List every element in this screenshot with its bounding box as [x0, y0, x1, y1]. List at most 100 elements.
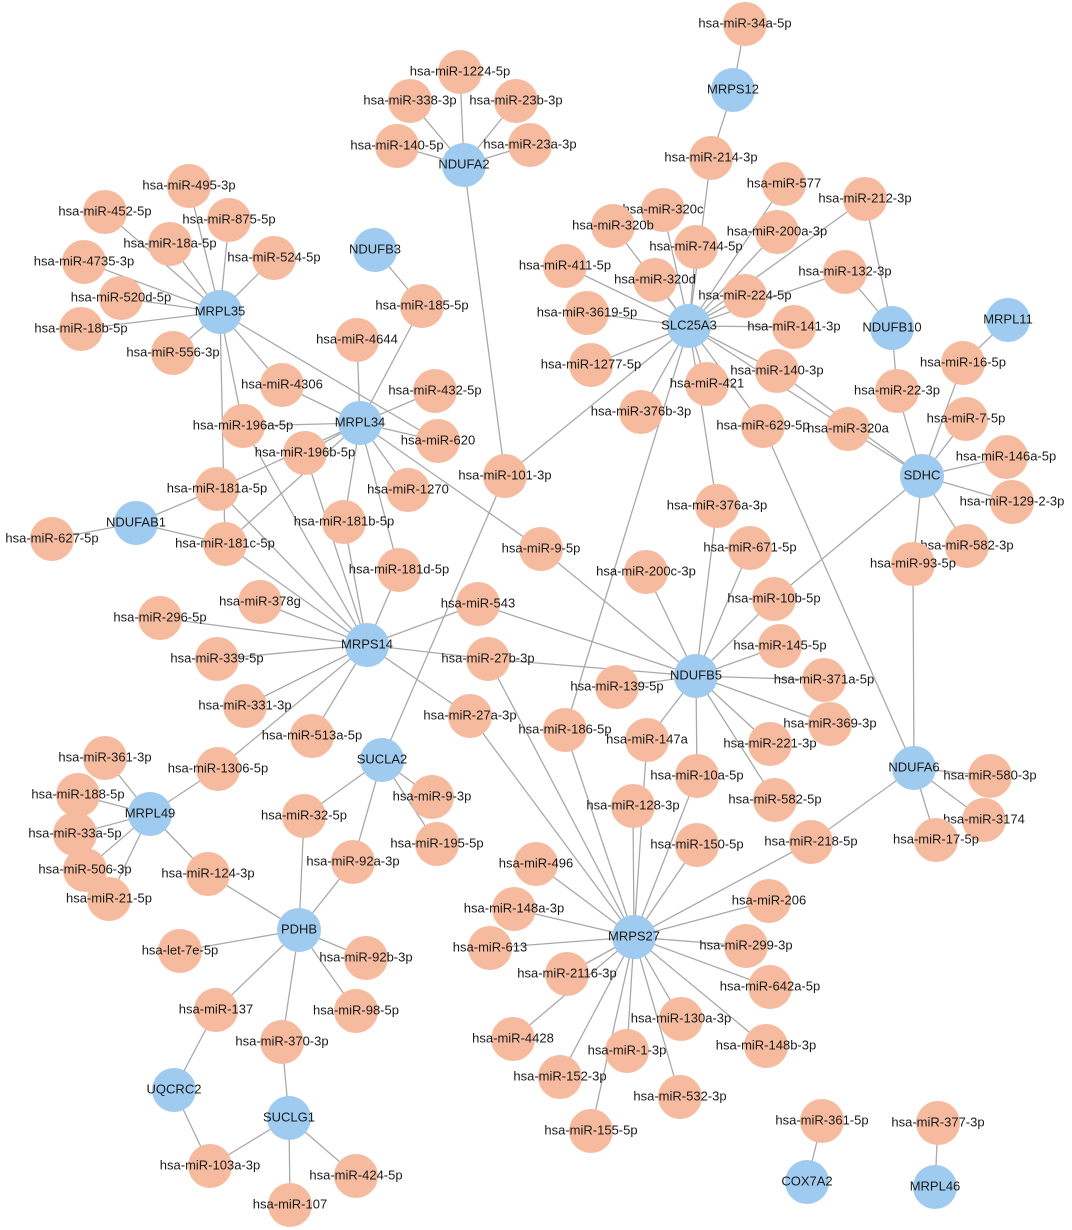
mirna-node-hsa-mir-93-5p[interactable]: hsa-miR-93-5p	[870, 542, 956, 586]
gene-node-pdhb[interactable]: PDHB	[277, 908, 321, 952]
mirna-node-hsa-mir-376b-3p[interactable]: hsa-miR-376b-3p	[591, 390, 691, 434]
mirna-node-hsa-mir-424-5p[interactable]: hsa-miR-424-5p	[309, 1154, 403, 1198]
mirna-node-hsa-mir-27b-3p[interactable]: hsa-miR-27b-3p	[441, 637, 535, 681]
gene-node-cox7a2[interactable]: COX7A2	[781, 1160, 833, 1204]
mirna-node-hsa-mir-128-3p[interactable]: hsa-miR-128-3p	[586, 784, 680, 828]
mirna-node-hsa-mir-200a-3p[interactable]: hsa-miR-200a-3p	[727, 210, 827, 254]
mirna-node-hsa-mir-411-5p[interactable]: hsa-miR-411-5p	[519, 244, 611, 288]
mirna-node-hsa-mir-524-5p[interactable]: hsa-miR-524-5p	[227, 236, 321, 280]
mirna-node-hsa-mir-9-5p[interactable]: hsa-miR-9-5p	[502, 527, 581, 571]
mirna-node-hsa-mir-17-5p[interactable]: hsa-miR-17-5p	[893, 818, 979, 862]
mirna-node-hsa-mir-582-5p[interactable]: hsa-miR-582-5p	[728, 778, 822, 822]
gene-node-mrpl11[interactable]: MRPL11	[983, 298, 1033, 342]
mirna-node-hsa-mir-299-3p[interactable]: hsa-miR-299-3p	[699, 924, 793, 968]
mirna-node-hsa-mir-370-3p[interactable]: hsa-miR-370-3p	[235, 1020, 329, 1064]
mirna-node-hsa-mir-4644[interactable]: hsa-miR-4644	[316, 318, 398, 362]
mirna-node-hsa-mir-432-5p[interactable]: hsa-miR-432-5p	[388, 369, 482, 413]
mirna-node-hsa-mir-141-3p[interactable]: hsa-miR-141-3p	[747, 305, 841, 349]
mirna-node-hsa-mir-377-3p[interactable]: hsa-miR-377-3p	[891, 1101, 985, 1145]
mirna-node-hsa-mir-107[interactable]: hsa-miR-107	[253, 1183, 327, 1227]
mirna-node-hsa-mir-140-5p[interactable]: hsa-miR-140-5p	[350, 124, 444, 168]
mirna-node-hsa-mir-155-5p[interactable]: hsa-miR-155-5p	[544, 1109, 638, 1153]
gene-node-ndufb3[interactable]: NDUFB3	[349, 228, 401, 272]
mirna-node-hsa-mir-33a-5p[interactable]: hsa-miR-33a-5p	[28, 812, 122, 856]
mirna-node-hsa-mir-181b-5p[interactable]: hsa-miR-181b-5p	[294, 500, 394, 544]
mirna-node-hsa-mir-1-3p[interactable]: hsa-miR-1-3p	[588, 1029, 667, 1073]
mirna-node-hsa-mir-148a-3p[interactable]: hsa-miR-148a-3p	[464, 887, 564, 931]
mirna-node-hsa-mir-137[interactable]: hsa-miR-137	[179, 988, 253, 1032]
mirna-node-hsa-mir-376a-3p[interactable]: hsa-miR-376a-3p	[667, 484, 767, 528]
mirna-node-hsa-mir-129-2-3p[interactable]: hsa-miR-129-2-3p	[960, 480, 1065, 524]
mirna-node-hsa-mir-1277-5p[interactable]: hsa-miR-1277-5p	[541, 343, 641, 387]
mirna-node-hsa-mir-496[interactable]: hsa-miR-496	[499, 842, 573, 886]
mirna-node-hsa-mir-23b-3p[interactable]: hsa-miR-23b-3p	[469, 79, 563, 123]
mirna-node-hsa-mir-629-5p[interactable]: hsa-miR-629-5p	[716, 404, 810, 448]
mirna-node-hsa-mir-627-5p[interactable]: hsa-miR-627-5p	[5, 517, 99, 561]
mirna-node-hsa-mir-3174[interactable]: hsa-miR-3174	[943, 798, 1025, 842]
mirna-node-hsa-mir-124-3p[interactable]: hsa-miR-124-3p	[161, 852, 255, 896]
mirna-node-hsa-mir-206[interactable]: hsa-miR-206	[732, 879, 806, 923]
mirna-node-hsa-mir-139-5p[interactable]: hsa-miR-139-5p	[570, 665, 664, 709]
mirna-node-hsa-mir-378g[interactable]: hsa-miR-378g	[219, 580, 301, 624]
mirna-node-hsa-mir-642a-5p[interactable]: hsa-miR-642a-5p	[720, 965, 820, 1009]
mirna-node-hsa-mir-195-5p[interactable]: hsa-miR-195-5p	[390, 822, 484, 866]
mirna-node-hsa-mir-132-3p[interactable]: hsa-miR-132-3p	[798, 250, 892, 294]
mirna-node-hsa-mir-196a-5p[interactable]: hsa-miR-196a-5p	[193, 404, 293, 448]
mirna-node-hsa-mir-671-5p[interactable]: hsa-miR-671-5p	[703, 526, 797, 570]
mirna-node-hsa-mir-369-3p[interactable]: hsa-miR-369-3p	[783, 702, 877, 746]
mirna-node-hsa-mir-212-3p[interactable]: hsa-miR-212-3p	[818, 177, 912, 221]
mirna-node-hsa-mir-22-3p[interactable]: hsa-miR-22-3p	[854, 369, 940, 413]
mirna-node-hsa-let-7e-5p[interactable]: hsa-let-7e-5p	[142, 929, 219, 973]
mirna-node-hsa-mir-221-3p[interactable]: hsa-miR-221-3p	[723, 722, 817, 766]
mirna-node-hsa-mir-23a-3p[interactable]: hsa-miR-23a-3p	[483, 123, 577, 167]
mirna-node-hsa-mir-320a[interactable]: hsa-miR-320a	[807, 407, 890, 451]
mirna-node-hsa-mir-4428[interactable]: hsa-miR-4428	[472, 1017, 554, 1061]
mirna-node-hsa-mir-361-3p[interactable]: hsa-miR-361-3p	[58, 736, 152, 780]
mirna-node-hsa-mir-371a-5p[interactable]: hsa-miR-371a-5p	[774, 658, 874, 702]
gene-node-mrpl34[interactable]: MRPL34	[335, 401, 386, 445]
mirna-node-hsa-mir-296-5p[interactable]: hsa-miR-296-5p	[113, 596, 207, 640]
gene-node-mrpl35[interactable]: MRPL35	[195, 290, 246, 334]
mirna-node-hsa-mir-34a-5p[interactable]: hsa-miR-34a-5p	[698, 2, 792, 46]
gene-node-slc25a3[interactable]: SLC25A3	[661, 304, 717, 348]
mirna-node-hsa-mir-145-5p[interactable]: hsa-miR-145-5p	[733, 624, 827, 668]
mirna-node-hsa-mir-452-5p[interactable]: hsa-miR-452-5p	[58, 190, 152, 234]
gene-node-sucla2[interactable]: SUCLA2	[357, 738, 408, 782]
mirna-node-hsa-mir-32-5p[interactable]: hsa-miR-32-5p	[261, 794, 347, 838]
mirna-node-hsa-mir-101-3p[interactable]: hsa-miR-101-3p	[458, 454, 552, 498]
mirna-node-hsa-mir-2116-3p[interactable]: hsa-miR-2116-3p	[517, 952, 617, 996]
mirna-node-hsa-mir-520d-5p[interactable]: hsa-miR-520d-5p	[71, 276, 171, 320]
mirna-node-hsa-mir-556-3p[interactable]: hsa-miR-556-3p	[126, 331, 220, 375]
gene-node-mrpl46[interactable]: MRPL46	[910, 1165, 961, 1209]
mirna-node-hsa-mir-186-5p[interactable]: hsa-miR-186-5p	[518, 708, 612, 752]
mirna-node-hsa-mir-181a-5p[interactable]: hsa-miR-181a-5p	[167, 467, 267, 511]
mirna-node-hsa-mir-10a-5p[interactable]: hsa-miR-10a-5p	[650, 754, 744, 798]
gene-node-mrps12[interactable]: MRPS12	[707, 68, 759, 112]
gene-node-ndufa2[interactable]: NDUFA2	[438, 143, 490, 187]
mirna-node-hsa-mir-320c[interactable]: hsa-miR-320c	[623, 188, 704, 232]
mirna-node-hsa-mir-506-3p[interactable]: hsa-miR-506-3p	[38, 848, 132, 892]
mirna-node-hsa-mir-150-5p[interactable]: hsa-miR-150-5p	[650, 823, 744, 867]
mirna-node-hsa-mir-185-5p[interactable]: hsa-miR-185-5p	[375, 284, 469, 328]
mirna-node-hsa-mir-875-5p[interactable]: hsa-miR-875-5p	[182, 198, 276, 242]
mirna-node-hsa-mir-148b-3p[interactable]: hsa-miR-148b-3p	[716, 1024, 816, 1068]
mirna-node-hsa-mir-421[interactable]: hsa-miR-421	[670, 362, 744, 406]
mirna-node-hsa-mir-3619-5p[interactable]: hsa-miR-3619-5p	[537, 291, 637, 335]
mirna-node-hsa-mir-4735-3p[interactable]: hsa-miR-4735-3p	[34, 240, 134, 284]
gene-node-mrpl49[interactable]: MRPL49	[125, 792, 176, 836]
mirna-node-hsa-mir-224-5p[interactable]: hsa-miR-224-5p	[698, 274, 792, 318]
mirna-node-hsa-mir-146a-5p[interactable]: hsa-miR-146a-5p	[956, 435, 1056, 479]
mirna-node-hsa-mir-214-3p[interactable]: hsa-miR-214-3p	[664, 136, 758, 180]
mirna-node-hsa-mir-532-3p[interactable]: hsa-miR-532-3p	[633, 1075, 727, 1119]
mirna-node-hsa-mir-130a-3p[interactable]: hsa-miR-130a-3p	[631, 997, 731, 1041]
mirna-node-hsa-mir-92a-3p[interactable]: hsa-miR-92a-3p	[306, 840, 400, 884]
mirna-node-hsa-mir-744-5p[interactable]: hsa-miR-744-5p	[649, 225, 743, 269]
gene-node-ndufab1[interactable]: NDUFAB1	[106, 501, 166, 545]
mirna-node-hsa-mir-7-5p[interactable]: hsa-miR-7-5p	[927, 397, 1006, 441]
gene-node-uqcrc2[interactable]: UQCRC2	[147, 1068, 202, 1112]
mirna-node-hsa-mir-92b-3p[interactable]: hsa-miR-92b-3p	[319, 936, 413, 980]
mirna-node-hsa-mir-1224-5p[interactable]: hsa-miR-1224-5p	[410, 50, 510, 94]
mirna-node-hsa-mir-27a-3p[interactable]: hsa-miR-27a-3p	[423, 694, 517, 738]
mirna-node-hsa-mir-196b-5p[interactable]: hsa-miR-196b-5p	[255, 431, 355, 475]
gene-node-suclg1[interactable]: SUCLG1	[263, 1096, 315, 1140]
